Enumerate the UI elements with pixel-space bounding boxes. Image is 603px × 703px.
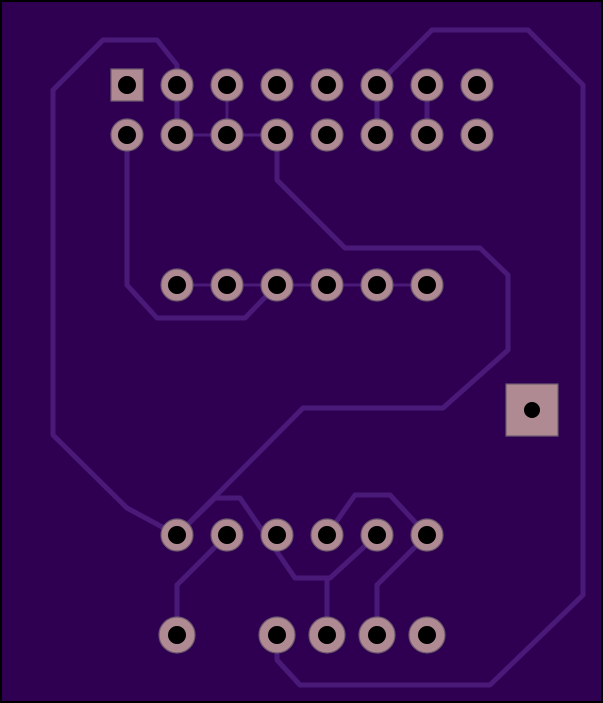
pad-drill-hole bbox=[318, 276, 336, 294]
pad-drill-hole bbox=[418, 276, 436, 294]
trace bbox=[274, 27, 586, 688]
middle-row-pad bbox=[410, 268, 444, 302]
pad-drill-hole bbox=[468, 126, 486, 144]
pad-drill-hole bbox=[368, 276, 386, 294]
pad-drill-hole bbox=[268, 76, 286, 94]
pad-drill-hole bbox=[368, 526, 386, 544]
pad-drill-hole bbox=[318, 526, 336, 544]
header-top-pad bbox=[160, 68, 194, 102]
middle-row-pad bbox=[210, 268, 244, 302]
middle-row-pad bbox=[160, 268, 194, 302]
middle-row-pad bbox=[310, 268, 344, 302]
pad-drill-hole bbox=[368, 626, 386, 644]
bottom-row-pad bbox=[158, 616, 196, 654]
trace bbox=[124, 132, 280, 321]
pad-drill-hole bbox=[318, 626, 336, 644]
pad-drill-hole bbox=[368, 76, 386, 94]
pad-drill-hole bbox=[218, 526, 236, 544]
lower-row-pad bbox=[260, 518, 294, 552]
header-bottom-pad bbox=[210, 118, 244, 152]
pad-drill-hole bbox=[168, 276, 186, 294]
mounting-square-pad bbox=[505, 383, 559, 437]
bottom-row-pad bbox=[358, 616, 396, 654]
pad-drill-hole bbox=[168, 626, 186, 644]
header-top-pad bbox=[110, 68, 144, 102]
header-bottom-pad bbox=[460, 118, 494, 152]
bottom-row-pad bbox=[308, 616, 346, 654]
header-bottom-pad bbox=[160, 118, 194, 152]
pad-drill-hole bbox=[218, 76, 236, 94]
pad-drill-hole bbox=[268, 276, 286, 294]
pad-drill-hole bbox=[418, 626, 436, 644]
pad-drill-hole bbox=[118, 126, 136, 144]
header-bottom-pad bbox=[360, 118, 394, 152]
pad-drill-hole bbox=[168, 126, 186, 144]
pad-drill-hole bbox=[168, 526, 186, 544]
pad-drill-hole bbox=[524, 402, 540, 418]
header-top-pad bbox=[310, 68, 344, 102]
header-bottom-pad bbox=[110, 118, 144, 152]
pad-drill-hole bbox=[168, 76, 186, 94]
header-bottom-pad bbox=[410, 118, 444, 152]
trace bbox=[50, 37, 180, 538]
header-top-pad bbox=[410, 68, 444, 102]
pad-drill-hole bbox=[468, 76, 486, 94]
bottom-row-pad bbox=[408, 616, 446, 654]
lower-row-pad bbox=[360, 518, 394, 552]
header-top-pad bbox=[260, 68, 294, 102]
pad-drill-hole bbox=[268, 526, 286, 544]
pad-drill-hole bbox=[218, 276, 236, 294]
lower-row-pad bbox=[410, 518, 444, 552]
pad-drill-hole bbox=[418, 76, 436, 94]
pads bbox=[110, 68, 559, 654]
header-top-pad bbox=[460, 68, 494, 102]
pad-drill-hole bbox=[268, 626, 286, 644]
trace bbox=[324, 492, 430, 538]
bottom-row-pad bbox=[258, 616, 296, 654]
header-top-pad bbox=[210, 68, 244, 102]
lower-row-pad bbox=[160, 518, 194, 552]
trace bbox=[174, 132, 511, 538]
lower-row-pad bbox=[310, 518, 344, 552]
pad-drill-hole bbox=[368, 126, 386, 144]
pad-drill-hole bbox=[318, 76, 336, 94]
middle-row-pad bbox=[360, 268, 394, 302]
pad-drill-hole bbox=[218, 126, 236, 144]
pad-drill-hole bbox=[118, 76, 136, 94]
header-bottom-pad bbox=[310, 118, 344, 152]
pad-drill-hole bbox=[268, 126, 286, 144]
pad-drill-hole bbox=[318, 126, 336, 144]
pad-drill-hole bbox=[418, 126, 436, 144]
lower-row-pad bbox=[210, 518, 244, 552]
header-top-pad bbox=[360, 68, 394, 102]
pad-drill-hole bbox=[418, 526, 436, 544]
header-bottom-pad bbox=[260, 118, 294, 152]
middle-row-pad bbox=[260, 268, 294, 302]
